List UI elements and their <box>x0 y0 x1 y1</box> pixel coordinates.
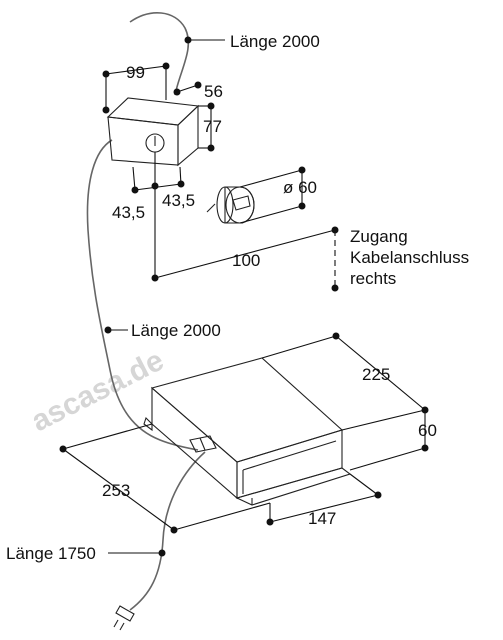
control-box <box>106 97 200 167</box>
main-unit-box <box>143 357 352 506</box>
dimension-147-label: 147 <box>308 509 336 528</box>
cable-length-mid-label: Länge 2000 <box>131 321 221 340</box>
knob-icon <box>206 186 255 224</box>
dimension-diameter-60-label: ø 60 <box>283 178 317 197</box>
cable-length-bottom-label: Länge 1750 <box>6 544 96 563</box>
access-label-line1: Zugang <box>350 227 408 246</box>
dimension-dots <box>59 36 429 557</box>
dimension-lines <box>62 39 426 554</box>
dimension-43-5-right-label: 43,5 <box>162 191 195 210</box>
access-label-line3: rechts <box>350 269 396 288</box>
dimension-253-label: 253 <box>102 481 130 500</box>
dimension-77-label: 77 <box>203 117 222 136</box>
dimension-43-5-left-label: 43,5 <box>112 203 145 222</box>
dimension-100-label: 100 <box>232 251 260 270</box>
watermark: ascasa.de <box>26 344 169 439</box>
cable-length-top-label: Länge 2000 <box>230 32 320 51</box>
plug-icon <box>113 605 135 631</box>
cable-group <box>86 12 206 611</box>
dimension-225-label: 225 <box>362 365 390 384</box>
dimension-56-label: 56 <box>204 82 223 101</box>
dimension-60-label: 60 <box>418 421 437 440</box>
dimension-99-label: 99 <box>126 63 145 82</box>
access-label-line2: Kabelanschluss <box>350 248 469 267</box>
